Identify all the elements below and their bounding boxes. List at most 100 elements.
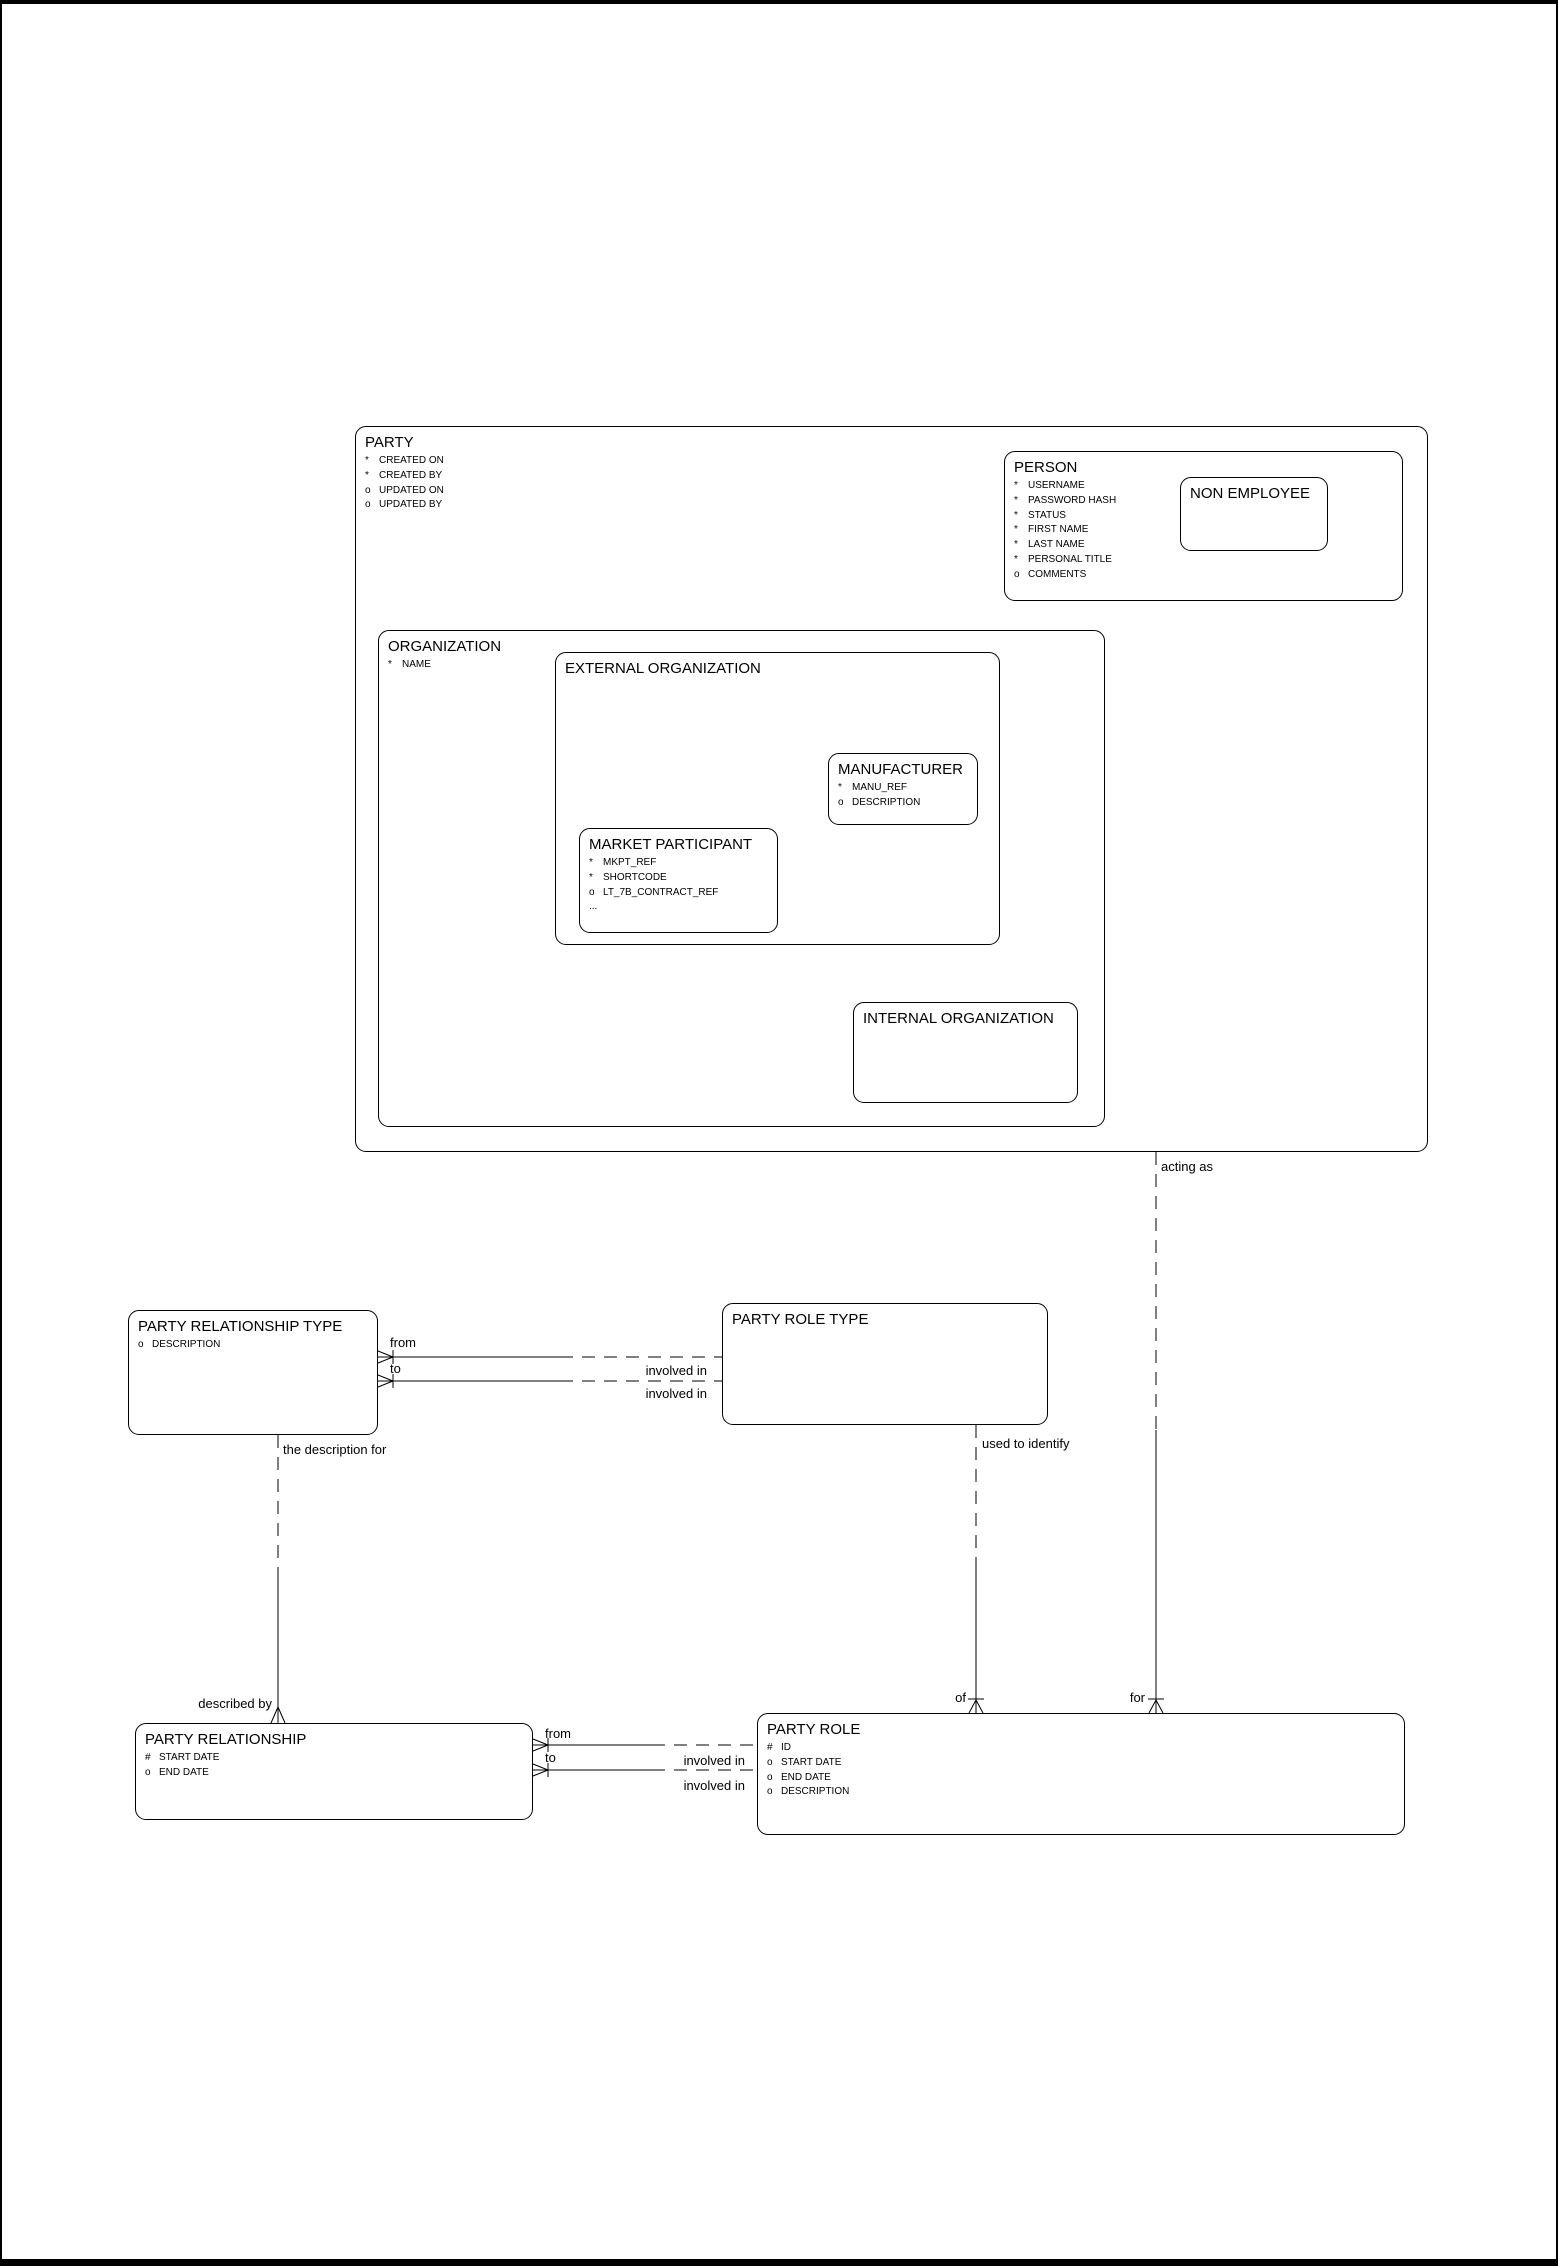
attribute-optionality-marker: * xyxy=(365,469,369,481)
attribute-optionality-marker: * xyxy=(1014,480,1018,491)
attribute-name: DESCRIPTION xyxy=(152,1339,221,1350)
attribute-name: DESCRIPTION xyxy=(852,796,921,808)
attribute-row: * CREATED ON xyxy=(365,454,1419,469)
attribute-optionality-marker: o xyxy=(838,796,844,808)
attribute-optionality-marker: o xyxy=(145,1766,151,1778)
relationship-label-to: to xyxy=(390,1361,401,1376)
entity-non-employee[interactable]: NON EMPLOYEE xyxy=(1180,477,1328,551)
attribute-optionality-marker: * xyxy=(1014,509,1018,521)
attribute-name: LT_7B_CONTRACT_REF xyxy=(603,886,719,898)
attribute-optionality-marker: * xyxy=(1014,524,1018,536)
attribute-optionality-marker: * xyxy=(1014,494,1018,506)
attribute-optionality-marker: o xyxy=(138,1339,144,1350)
attribute-row: * FIRST NAME xyxy=(1014,523,1394,538)
attribute-name: SHORTCODE xyxy=(603,871,667,883)
crowfoot-prt-from xyxy=(377,1350,394,1364)
relationship-label-used-to-identify: used to identify xyxy=(982,1436,1070,1451)
attribute-name: COMMENTS xyxy=(1028,568,1087,580)
attribute-name: PASSWORD HASH xyxy=(1028,494,1117,506)
entity-title: PARTY ROLE xyxy=(767,1721,861,1738)
relationship-label-involved-in: involved in xyxy=(645,1386,707,1401)
relationship-label-acting-as: acting as xyxy=(1161,1159,1214,1174)
attribute-optionality-marker: * xyxy=(589,871,593,883)
attribute-name: MKPT_REF xyxy=(603,857,657,868)
relationship-label-the-description-for: the description for xyxy=(283,1442,387,1457)
attribute-name: PERSONAL TITLE xyxy=(1028,553,1112,565)
attribute-name: ID xyxy=(781,1742,791,1753)
crowfoot-prt-to xyxy=(377,1374,394,1388)
attribute-name: END DATE xyxy=(781,1771,831,1783)
entity-party-role-type[interactable]: PARTY ROLE TYPE xyxy=(722,1303,1048,1425)
attribute-row: * USERNAME xyxy=(1014,479,1394,494)
attribute-optionality-marker: * xyxy=(589,857,593,868)
entity-title: PARTY ROLE TYPE xyxy=(732,1311,869,1328)
attribute-name: MANU_REF xyxy=(852,782,908,793)
attribute-name: NAME xyxy=(402,659,431,670)
attribute-optionality-marker: o xyxy=(767,1771,773,1783)
attribute-row: * MANU_REF xyxy=(838,781,969,796)
crowfoot-of xyxy=(968,1698,984,1714)
relationship-label-involved-in: involved in xyxy=(683,1778,745,1793)
attribute-name: DESCRIPTION xyxy=(781,1786,850,1798)
entity-title: PERSON xyxy=(1014,459,1078,476)
attribute-row: o UPDATED ON xyxy=(365,484,1419,499)
attribute-optionality-marker: ... xyxy=(589,901,598,913)
attribute-optionality-marker: # xyxy=(767,1742,773,1753)
attribute-row: * CREATED BY xyxy=(365,469,1419,484)
attribute-optionality-marker: o xyxy=(365,499,371,511)
attribute-name: STATUS xyxy=(1028,509,1066,521)
relationship-label-involved-in: involved in xyxy=(645,1363,707,1378)
attribute-row: ... xyxy=(589,900,769,915)
entity-title: PARTY xyxy=(365,434,414,451)
attribute-row: # ID xyxy=(767,1741,1396,1756)
entity-title: PARTY RELATIONSHIP TYPE xyxy=(138,1318,343,1335)
entity-title: PARTY RELATIONSHIP xyxy=(145,1731,307,1748)
attribute-row: * MKPT_REF xyxy=(589,856,769,871)
entity-internal-organization[interactable]: INTERNAL ORGANIZATION xyxy=(853,1002,1078,1103)
attribute-row: * PERSONAL TITLE xyxy=(1014,553,1394,568)
attribute-optionality-marker: * xyxy=(388,659,392,670)
attribute-optionality-marker: o xyxy=(767,1756,773,1768)
attribute-optionality-marker: * xyxy=(838,782,842,793)
relationship-label-to: to xyxy=(545,1750,556,1765)
attribute-name: UPDATED ON xyxy=(379,484,444,496)
attribute-name: CREATED BY xyxy=(379,469,443,481)
attribute-name: FIRST NAME xyxy=(1028,524,1089,536)
entity-title: MANUFACTURER xyxy=(838,761,964,778)
attribute-optionality-marker: # xyxy=(145,1752,151,1763)
attribute-row: o END DATE xyxy=(767,1771,1396,1786)
entity-title: INTERNAL ORGANIZATION xyxy=(863,1010,1054,1027)
attribute-row: o DESCRIPTION xyxy=(138,1338,369,1353)
relationship-label-of: of xyxy=(955,1690,966,1705)
entity-title: NON EMPLOYEE xyxy=(1190,485,1311,502)
attribute-row: * STATUS xyxy=(1014,509,1394,524)
attribute-name: START DATE xyxy=(159,1752,220,1763)
attribute-name: LAST NAME xyxy=(1028,539,1085,551)
relationship-label-involved-in: involved in xyxy=(683,1753,745,1768)
relationship-label-from: from xyxy=(545,1726,571,1741)
attribute-name: CREATED ON xyxy=(379,455,444,466)
attribute-name: USERNAME xyxy=(1028,480,1085,491)
relationship-label-described-by: described by xyxy=(198,1696,272,1711)
attribute-optionality-marker: o xyxy=(365,484,371,496)
entity-title: MARKET PARTICIPANT xyxy=(589,836,753,853)
attribute-optionality-marker: * xyxy=(365,455,369,466)
entity-title: ORGANIZATION xyxy=(388,638,502,655)
attribute-row: * PASSWORD HASH xyxy=(1014,494,1394,509)
relationship-label-for: for xyxy=(1129,1690,1145,1705)
attribute-row: # START DATE xyxy=(145,1751,524,1766)
crowfoot-pr-from xyxy=(532,1738,549,1752)
entity-party-relationship-type[interactable]: PARTY RELATIONSHIP TYPE o DESCRIPTION xyxy=(128,1310,378,1435)
attribute-optionality-marker: * xyxy=(1014,553,1018,565)
